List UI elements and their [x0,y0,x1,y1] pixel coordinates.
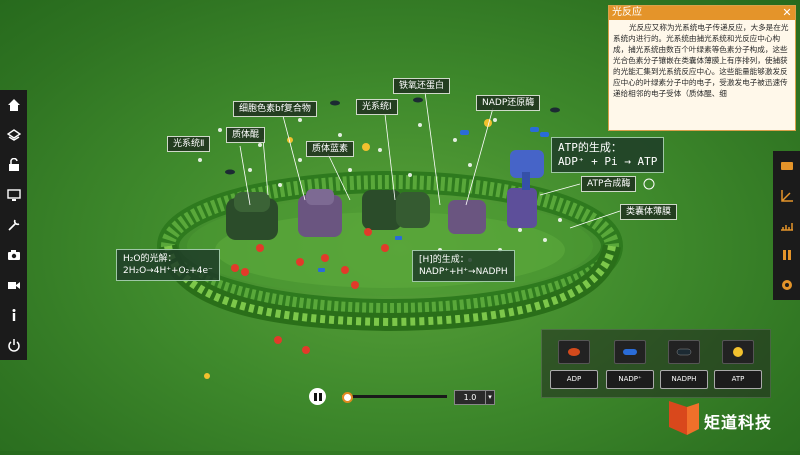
water-photolysis-equation: 2H₂O→4H⁺+O₂+4e⁻ [123,266,213,276]
nadph-icon [668,340,700,364]
info-panel-text: 光反应又称为光系统电子传递反应，大多是在光系统内进行的。光系统由捕光系统和光反应… [613,23,789,98]
info-icon[interactable] [0,300,27,330]
tools-icon[interactable] [0,210,27,240]
pause-button[interactable] [309,388,326,405]
h-generation-title: [H]的生成： [419,255,469,265]
legend-item-atp: ATP [714,340,762,389]
axis-icon[interactable] [773,183,800,209]
label-photosystem-2: 光系统Ⅱ [167,136,211,152]
legend-nadph-button[interactable]: NADPH [660,370,708,389]
water-photolysis-title: H₂O的光解： [123,254,177,264]
label-plastocyanin: 质体蓝素 [306,141,355,157]
timeline-slider[interactable] [342,392,447,403]
unlock-icon[interactable] [0,150,27,180]
nadp-reductase-complex [448,200,486,234]
label-ferredoxin: 铁氧还蛋白 [393,78,451,94]
legend-atp-button[interactable]: ATP [714,370,762,389]
info-panel-header: 光反应 ✕ [609,6,795,20]
home-icon[interactable] [0,90,27,120]
left-toolbar [0,90,27,360]
close-icon[interactable]: ✕ [782,6,792,19]
label-atp-synthase: ATP合成酶 [581,176,637,192]
keyboard-icon[interactable] [773,153,800,179]
adp-icon [558,340,590,364]
legend-item-adp: ADP [550,340,598,389]
brand-logo: 矩道科技 [667,399,777,439]
settings-icon[interactable] [773,272,800,298]
atp-icon [722,340,754,364]
legend-item-nadp: NADP⁺ [606,340,654,389]
power-icon[interactable] [0,330,27,360]
cytochrome-complex [298,189,342,237]
photosystem-1-complex [362,190,430,230]
legend-adp-button[interactable]: ADP [550,370,598,389]
camera-icon[interactable] [0,240,27,270]
monitor-icon[interactable] [0,180,27,210]
atp-equation-title: ATP的生成： [558,141,622,154]
layers-icon[interactable] [0,120,27,150]
chevron-down-icon[interactable]: ▾ [485,390,495,405]
atp-synthase-complex [507,150,544,228]
water-photolysis-box: H₂O的光解： 2H₂O→4H⁺+O₂+4e⁻ [116,249,220,281]
label-thylakoid-membrane: 类囊体薄膜 [620,204,678,220]
h-generation-equation: NADP⁺+H⁺→NADPH [419,267,508,277]
info-panel: 光反应 ✕ 光反应又称为光系统电子传递反应，大多是在光系统内进行的。光系统由捕光… [608,5,796,131]
brand-name: 矩道科技 [704,413,773,432]
atp-equation: ADP⁺ + Pi → ATP [558,155,658,168]
video-icon[interactable] [0,270,27,300]
atp-equation-box: ATP的生成： ADP⁺ + Pi → ATP [551,137,665,173]
timeline-knob[interactable] [342,392,354,403]
nadp-icon [614,340,646,364]
legend-item-nadph: NADPH [660,340,708,389]
speed-select[interactable]: 1.0 [454,390,486,405]
label-plastoquinone: 质体醌 [226,127,266,143]
measure-icon[interactable] [773,212,800,238]
photosystem-2-complex [226,192,278,240]
molecule-legend: ADP NADP⁺ NADPH ATP [541,329,771,398]
brand-logo-icon [669,401,699,435]
label-nadp-reductase: NADP还原酶 [476,95,541,111]
label-photosystem-1: 光系统Ⅰ [356,99,398,115]
right-toolbar [773,151,800,300]
h-generation-box: [H]的生成： NADP⁺+H⁺→NADPH [412,250,515,282]
label-cytochrome-bf: 细胞色素bf复合物 [233,101,317,117]
info-panel-title: 光反应 [612,7,642,18]
pause-icon [313,392,322,401]
pause-icon[interactable] [773,242,800,268]
legend-nadp-button[interactable]: NADP⁺ [606,370,654,389]
